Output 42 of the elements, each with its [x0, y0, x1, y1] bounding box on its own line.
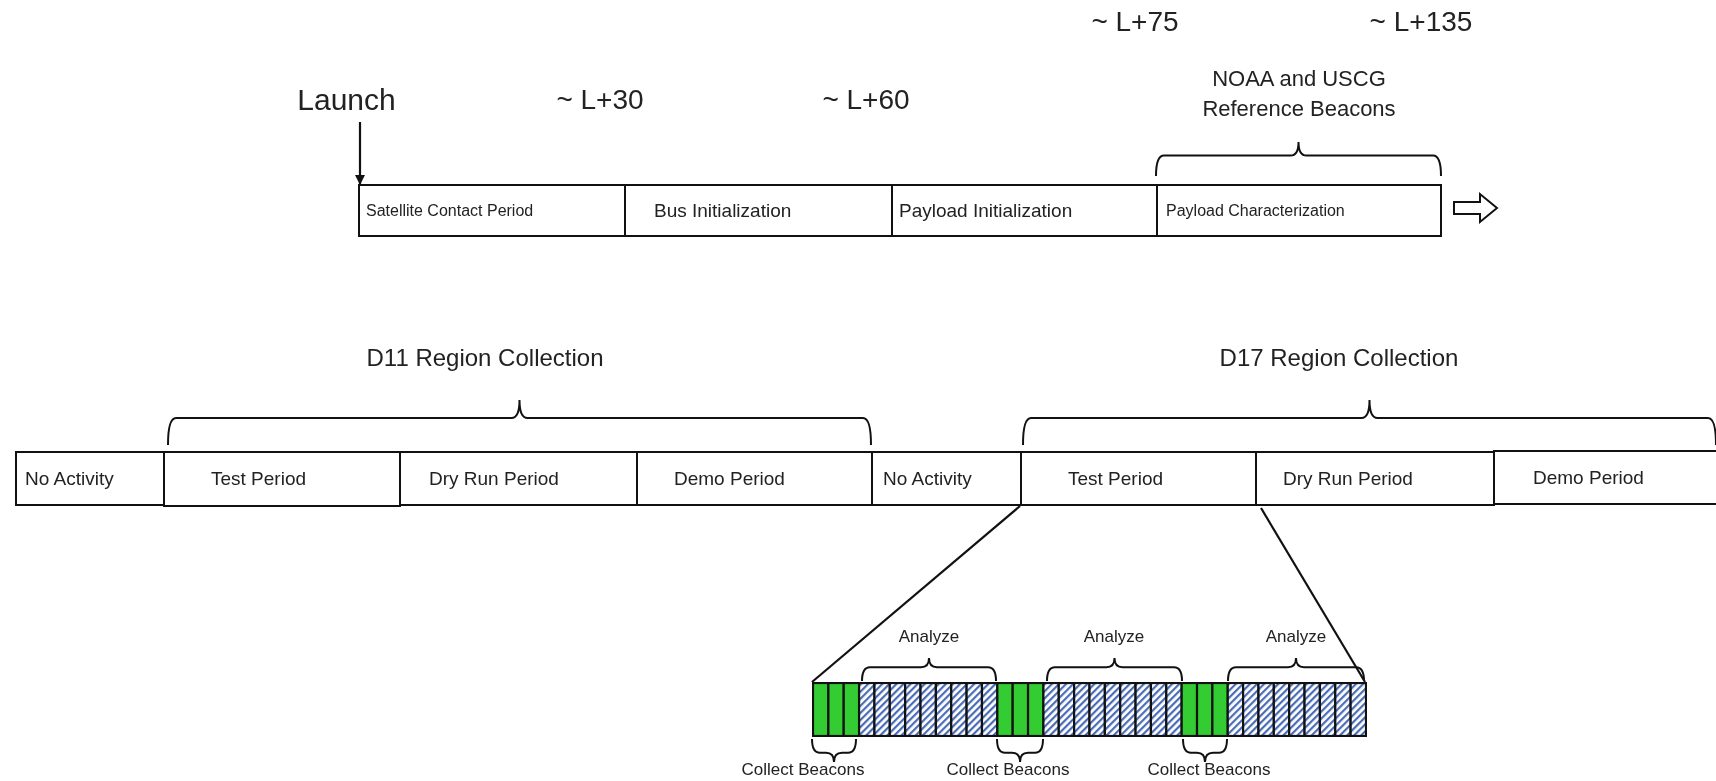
phase-name: Demo Period [674, 467, 785, 490]
time-marker: ~ L+60 [822, 84, 910, 116]
phase-box [636, 451, 873, 506]
time-marker: ~ L+75 [1091, 6, 1179, 38]
zoom-line [811, 505, 1021, 683]
phase-box [15, 451, 165, 506]
phase-name: Bus Initialization [654, 199, 792, 222]
phase-box [1156, 184, 1442, 237]
time-marker: ~ L+30 [556, 84, 644, 116]
bracket-caption: Collect Beacons [946, 760, 1070, 780]
phase-box [1020, 451, 1257, 506]
phase-name: Satellite Contact Period [366, 201, 534, 220]
launch-label: Launch [293, 80, 400, 120]
region-heading: D17 Region Collection [1219, 344, 1459, 372]
phase-name: Demo Period [1533, 466, 1644, 489]
bracket-caption: Collect Beacons [741, 760, 865, 780]
bracket-caption: Analyze [1083, 627, 1145, 647]
phase-name: Payload Initialization [899, 199, 1073, 222]
bracket-caption: Analyze [1265, 627, 1327, 647]
region-heading: D11 Region Collection [366, 344, 604, 372]
phase-name: Test Period [211, 468, 307, 490]
phase-box [1493, 450, 1716, 505]
bracket-caption: NOAA and USCG Reference Beacons [1201, 65, 1397, 123]
phase-box [871, 451, 1022, 506]
arrow [355, 122, 365, 185]
phase-box [1255, 451, 1495, 506]
phase-name: Test Period [1068, 467, 1164, 490]
phase-box [163, 451, 401, 507]
phase-name: Payload Characterization [1166, 201, 1345, 220]
segmented-timeline-bar [812, 682, 1367, 737]
phase-box [399, 451, 638, 506]
phase-name: No Activity [883, 467, 972, 490]
phase-name: No Activity [25, 467, 114, 490]
phase-name: Dry Run Period [1283, 467, 1413, 490]
phase-box [891, 184, 1158, 237]
time-marker: ~ L+135 [1369, 6, 1473, 38]
phase-box [624, 184, 893, 237]
bracket-caption: Analyze [898, 627, 960, 647]
phase-box [358, 184, 626, 237]
phase-name: Dry Run Period [429, 467, 559, 490]
bracket-caption: Collect Beacons [1147, 760, 1271, 780]
zoom-line [1260, 507, 1366, 683]
